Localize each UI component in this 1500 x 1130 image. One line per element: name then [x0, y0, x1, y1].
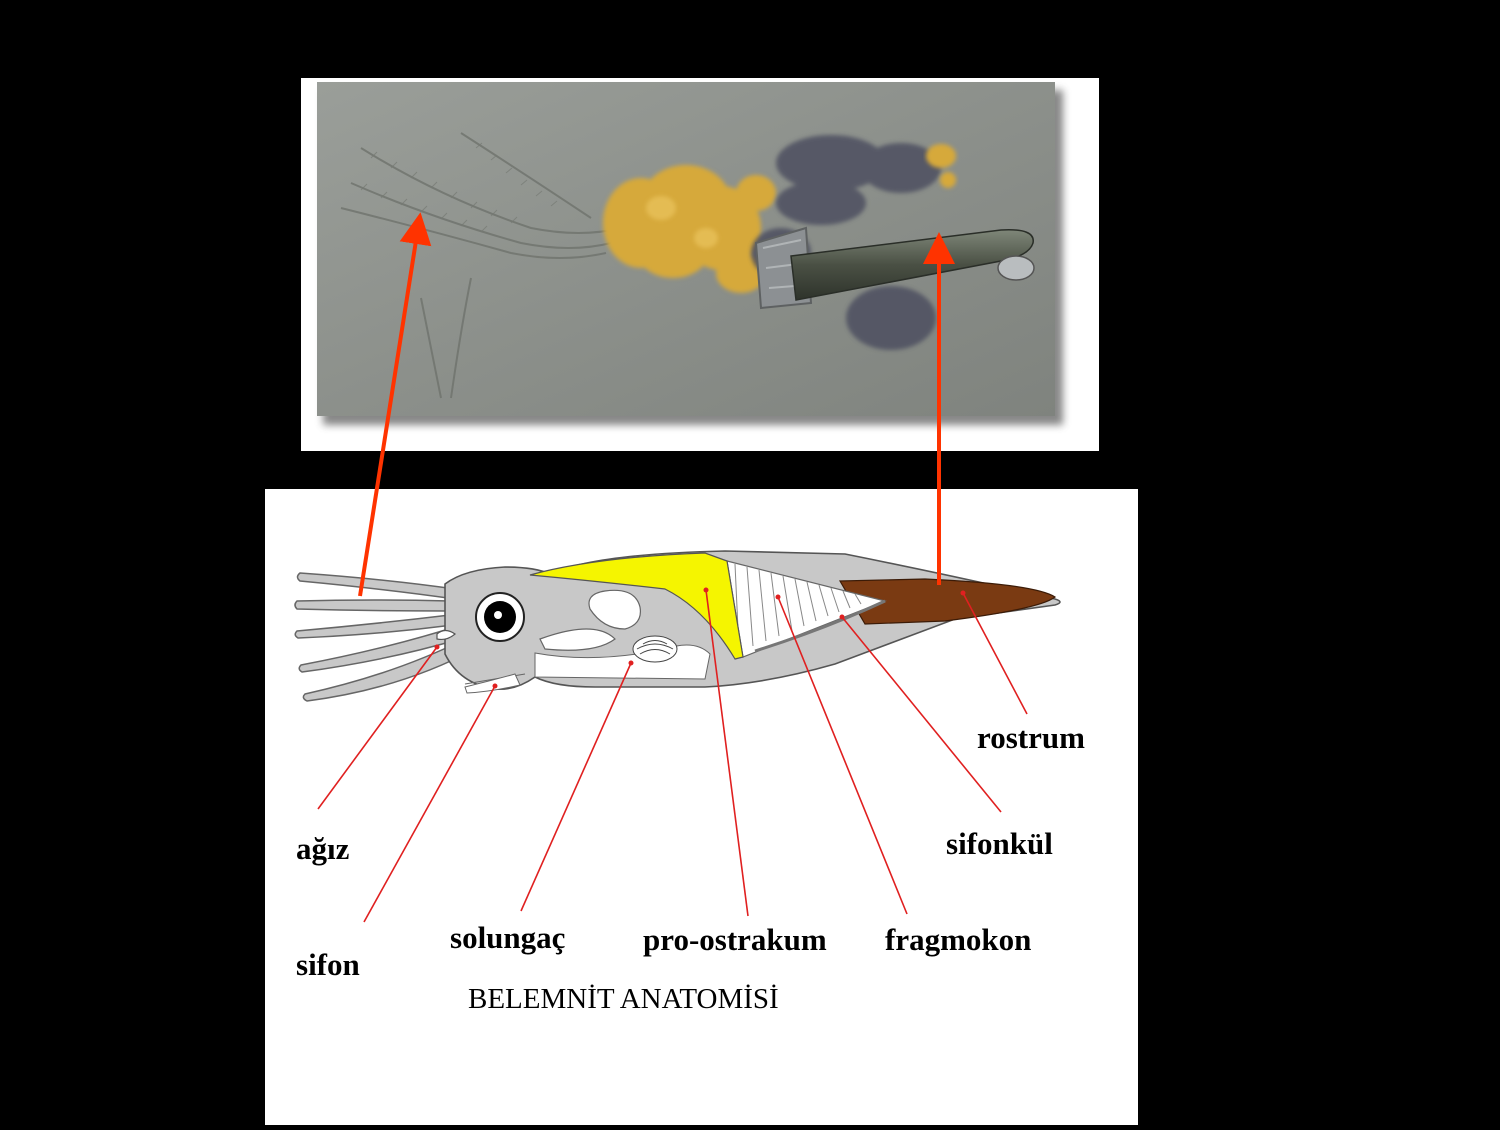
label-rostrum: rostrum [977, 720, 1085, 755]
label-sifon: sifon [296, 947, 360, 982]
diagram-gills [632, 635, 678, 663]
leader-fragmokon [777, 596, 908, 915]
label-solungac: solungaç [450, 920, 566, 955]
leader-lines [317, 589, 1028, 923]
diagram-pro-ostracum [529, 552, 744, 660]
label-pro-ostrakum: pro-ostrakum [643, 922, 827, 957]
leader-pro-ostrakum [705, 589, 749, 917]
leader-sifon [363, 685, 496, 923]
leader-agiz [317, 646, 438, 810]
diagram-rostrum [838, 578, 1057, 625]
label-agiz: ağız [296, 831, 350, 866]
diagram-eye [475, 592, 525, 642]
diagram-siphuncle [754, 599, 886, 653]
fossil-photo [301, 78, 1099, 451]
diagram-title: BELEMNİT ANATOMİSİ [468, 983, 779, 1015]
belemnite-diagram [294, 550, 1061, 923]
label-sifonkul: sifonkül [946, 826, 1053, 861]
anatomy-panel [265, 489, 1138, 1125]
leader-rostrum [962, 592, 1028, 715]
leader-solungac [520, 662, 632, 912]
fossil-arm-impressions [340, 132, 622, 399]
label-fragmokon: fragmokon [885, 922, 1032, 957]
leader-sifonkul [841, 616, 1002, 813]
diagram-siphon [464, 673, 521, 694]
diagram-mouth [436, 629, 456, 641]
